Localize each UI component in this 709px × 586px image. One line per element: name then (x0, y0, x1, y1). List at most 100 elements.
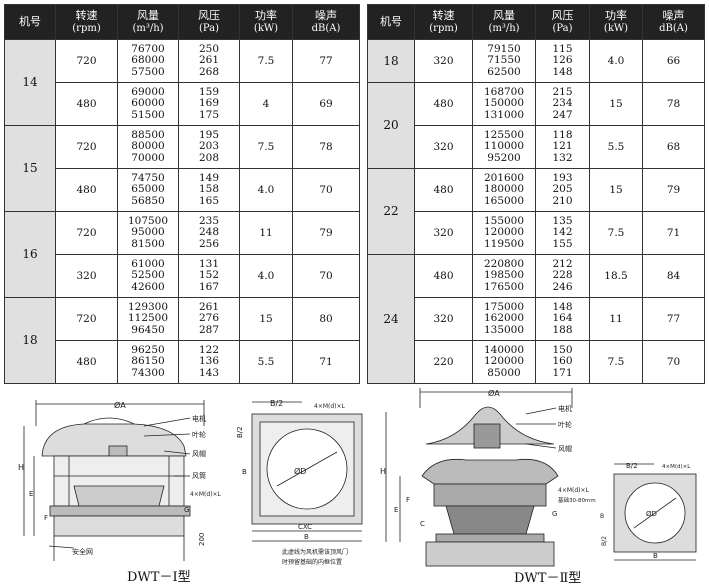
dim-cxc-label: CXC (298, 523, 312, 531)
cell-flow-value: 175000 (483, 300, 525, 313)
dim-f-label: F (406, 496, 410, 504)
cell-pressure-value: 121 (552, 140, 573, 153)
cell-pressure-value: 152 (198, 269, 220, 282)
cell-pressure-value: 135 (552, 214, 573, 227)
cell-pressure-value: 215 (552, 85, 573, 98)
label-bolt: 4×M(d)×L (190, 491, 222, 498)
cell-flow-value: 96450 (131, 323, 165, 336)
cell-pressure-value: 261 (198, 300, 220, 313)
cell-power: 11 (589, 297, 643, 341)
cell-pressure-value: 256 (198, 237, 220, 250)
cell-flow-value: 61000 (131, 257, 165, 270)
cell-power: 4.0 (239, 168, 293, 212)
cell-noise: 80 (292, 297, 360, 341)
cell-flow-value: 120000 (483, 355, 525, 368)
cell-flow-value: 56850 (131, 194, 165, 207)
cell-noise: 71 (292, 340, 360, 384)
cell-flow-value: 220800 (483, 257, 525, 270)
cell-pressure-value: 235 (198, 214, 220, 227)
cell-pressure-value: 158 (198, 183, 220, 196)
cell-flow-value: 68000 (131, 54, 165, 67)
dim-c-label: C (420, 520, 425, 528)
cell-flow-value: 80000 (131, 140, 165, 153)
dim-e-label: E (29, 490, 33, 498)
cell-power: 4 (239, 82, 293, 126)
cell-speed: 320 (414, 39, 473, 83)
col-speed: 转速(rpm) (55, 4, 118, 40)
cell-flow-value: 107500 (127, 214, 169, 227)
label-impeller: 叶轮 (558, 420, 572, 429)
cell-flow-value: 135000 (483, 323, 525, 336)
cell-flow-value: 86150 (131, 355, 165, 368)
cell-pressure-value: 203 (198, 140, 220, 153)
cell-pressure-value: 195 (198, 128, 220, 141)
cell-power: 4.0 (589, 39, 643, 83)
cell-machine: 18 (367, 39, 415, 83)
col-speed: 转速(rpm) (414, 4, 473, 40)
dwt2-top-drawing: B/2 4×M(d)×L ØD B/2 B B (600, 462, 697, 561)
dim-half-b-v-label: B/2 (236, 426, 244, 438)
cell-pressure-value: 210 (552, 194, 573, 207)
cell-pressure-value: 287 (198, 323, 220, 336)
cell-pressure-value: 148 (552, 300, 573, 313)
dim-b-label: B (653, 552, 658, 560)
col-machine: 机号 (4, 4, 56, 40)
cell-pressure-value: 118 (552, 128, 573, 141)
cell-flow-value: 51500 (131, 108, 165, 121)
cell-machine: 20 (367, 82, 415, 169)
cell-pressure-value: 136 (198, 355, 220, 368)
cell-flow-value: 52500 (131, 269, 165, 282)
cell-flow-value: 110000 (483, 140, 525, 153)
cell-noise: 79 (642, 168, 705, 212)
dim-half-b-v-label: B/2 (601, 536, 608, 546)
dim-g-label: G (552, 510, 557, 518)
cell-speed: 480 (414, 168, 473, 212)
cell-pressure-value: 143 (198, 366, 220, 379)
cell-pressure-value: 160 (552, 355, 573, 368)
cell-machine: 24 (367, 254, 415, 384)
cell-flow-value: 81500 (131, 237, 165, 250)
label-motor: 电机 (192, 414, 206, 423)
cell-machine: 14 (4, 39, 56, 126)
cell-noise: 70 (642, 340, 705, 384)
cell-flow-value: 76700 (131, 42, 165, 55)
cell-flow-value: 129300 (127, 300, 169, 313)
dim-b-v-label: B (242, 468, 247, 476)
col-power: 功率(kW) (239, 4, 293, 40)
cell-pressure-value: 175 (198, 108, 220, 121)
cell-flow-value: 112500 (127, 312, 169, 325)
dim-h-label: H (18, 463, 24, 472)
cell-pressure-value: 246 (552, 280, 573, 293)
cell-speed: 480 (55, 340, 118, 384)
cell-power: 15 (239, 297, 293, 341)
cell-speed: 720 (55, 211, 118, 255)
cell-pressure-value: 188 (552, 323, 573, 336)
cell-flow-value: 60000 (131, 97, 165, 110)
cell-power: 7.5 (589, 211, 643, 255)
cell-pressure-value: 248 (198, 226, 220, 239)
cell-flow-value: 71550 (487, 54, 521, 67)
cell-flow-value: 131000 (483, 108, 525, 121)
cell-flow-value: 150000 (483, 97, 525, 110)
cell-flow-value: 198500 (483, 269, 525, 282)
cell-flow-value: 140000 (483, 343, 525, 356)
cell-flow-value: 95200 (487, 151, 521, 164)
cell-noise: 77 (292, 39, 360, 83)
cell-speed: 720 (55, 39, 118, 83)
